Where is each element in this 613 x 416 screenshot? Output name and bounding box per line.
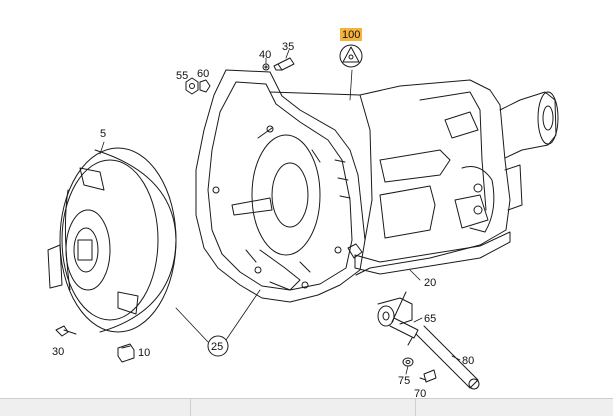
torque-converter-drawing: [47, 147, 177, 333]
part-label-30[interactable]: 30: [52, 346, 64, 358]
gearbox-case-drawing: [269, 79, 559, 276]
highlight-part-100: [340, 28, 362, 41]
part-label-55[interactable]: 55: [176, 70, 188, 82]
part-label-80[interactable]: 80: [462, 355, 474, 367]
part-label-25[interactable]: 25: [211, 341, 223, 353]
status-bar: [0, 398, 613, 416]
part-label-70[interactable]: 70: [414, 388, 426, 398]
part-label-5[interactable]: 5: [100, 128, 106, 140]
leader-lines: [99, 49, 461, 375]
fasteners-drawing: [55, 57, 295, 363]
transmission-exploded-view: 100 40 35 55 60 5 20 65 80 75 70 30 10 2…: [47, 28, 559, 398]
part-label-75[interactable]: 75: [398, 375, 410, 387]
filler-tube-drawing: [377, 291, 480, 390]
bell-housing-drawing: [195, 69, 366, 303]
part-label-20[interactable]: 20: [424, 277, 436, 289]
part-label-10[interactable]: 10: [138, 347, 150, 359]
part-label-35[interactable]: 35: [282, 41, 294, 53]
part-label-65[interactable]: 65: [424, 313, 436, 325]
status-bar-segment: [191, 399, 416, 416]
part-label-40[interactable]: 40: [259, 49, 271, 61]
part-label-60[interactable]: 60: [197, 68, 209, 80]
part-label-100[interactable]: 100: [342, 29, 360, 41]
callout-100-symbol: [339, 44, 363, 68]
status-bar-segment: [416, 399, 612, 416]
callout-25-circle: [207, 335, 229, 357]
status-bar-segment: [0, 399, 191, 416]
